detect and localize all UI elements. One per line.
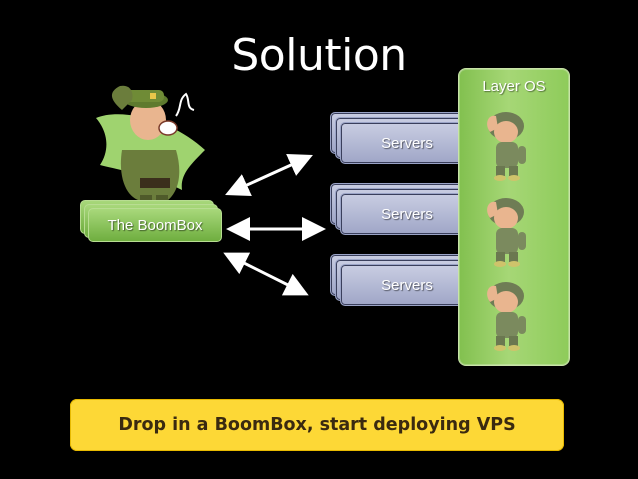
soldier-saluting-icon [487,198,526,267]
slide-title: Solution [231,30,407,81]
layer-os-label: Layer OS [482,78,546,95]
server-label: Servers [381,276,433,294]
boombox-label: The BoomBox [107,216,203,234]
server-label: Servers [381,205,433,223]
boombox-stack: The BoomBox [80,200,230,248]
boombox-card: The BoomBox [88,208,222,242]
server-label: Servers [381,134,433,152]
footer-text: Drop in a BoomBox, start deploying VPS [118,415,516,435]
server-card: Servers [340,264,474,306]
footer-banner: Drop in a BoomBox, start deploying VPS [70,399,564,451]
double-arrow-icon [223,252,309,296]
server-stack-3: Servers [330,254,474,314]
server-stack-1: Servers [330,112,474,172]
double-arrow-icon [225,154,313,196]
soldier-saluting-icon [487,112,526,181]
server-card: Servers [340,193,474,235]
soldier-saluting-icon [487,282,526,351]
server-stack-2: Servers [330,183,474,243]
